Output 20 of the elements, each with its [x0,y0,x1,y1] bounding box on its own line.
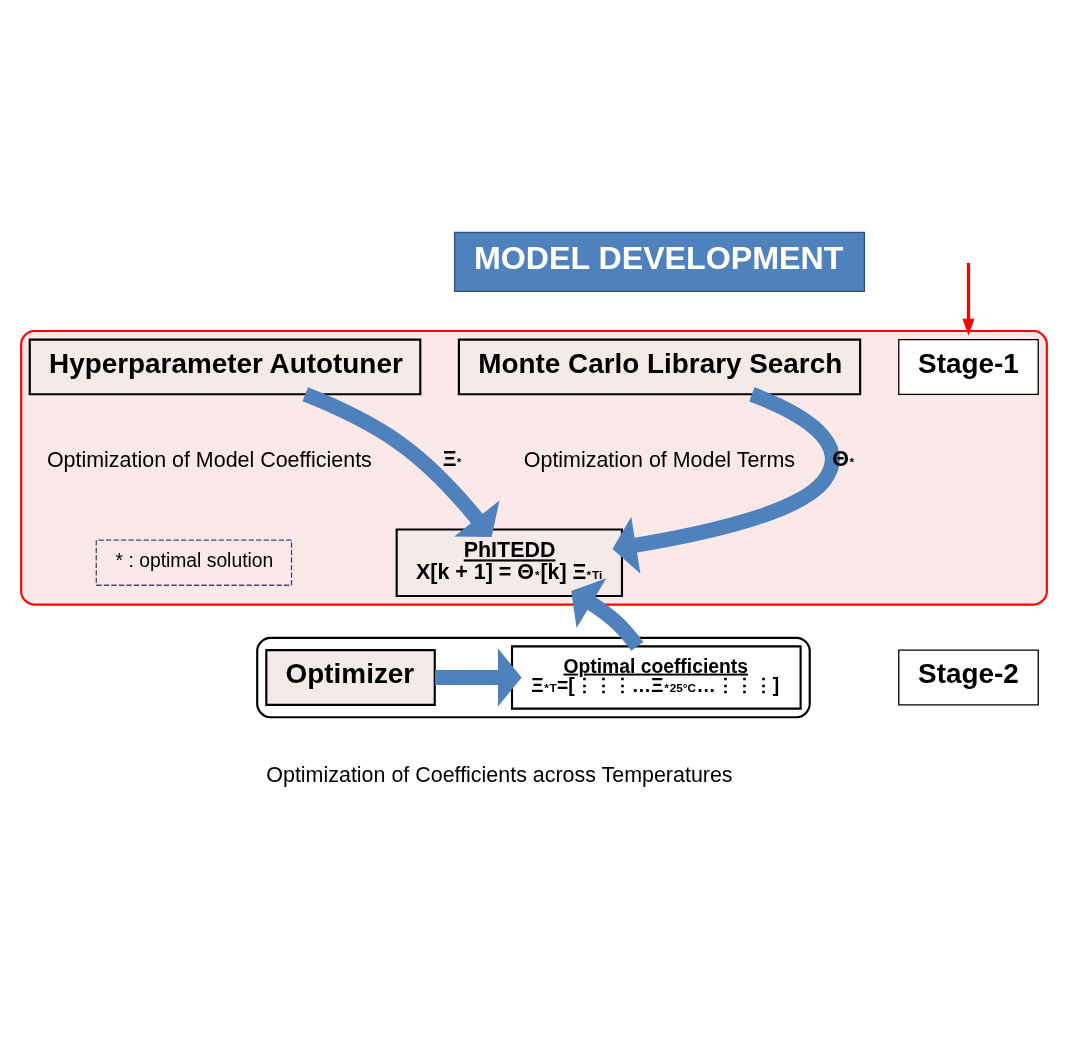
node-label: Optimization of Model Terms [523,447,796,472]
node-box: MODEL DEVELOPMENT [453,231,866,292]
node-box: PhITEDD X[k + 1] = Θ*[k] Ξ*Ti [395,527,624,597]
arrow [962,262,975,336]
node-box: Stage-1 [898,338,1039,395]
edge-label: Ξ* [442,446,462,471]
node-label: Optimization of Coefficients across Temperatures [266,762,733,787]
node-label: Optimization of Model Coefficients [46,447,372,472]
arrow [435,648,522,706]
arrow [612,386,840,574]
node-box: Hyperparameter Autotuner [28,338,422,395]
node-box: Stage-2 [898,649,1039,706]
arrow [302,386,500,537]
cluster [20,329,1048,606]
node-box: Optimal coefficients Ξ*T=[⋮⋮⋮…Ξ*25°C…⋮⋮⋮] [510,644,802,710]
node-box: Monte Carlo Library Search [457,338,862,395]
arrow [571,577,644,651]
node-box: Optimizer [265,648,436,706]
cluster [256,636,811,718]
node-box: * : optimal solution [95,539,293,586]
